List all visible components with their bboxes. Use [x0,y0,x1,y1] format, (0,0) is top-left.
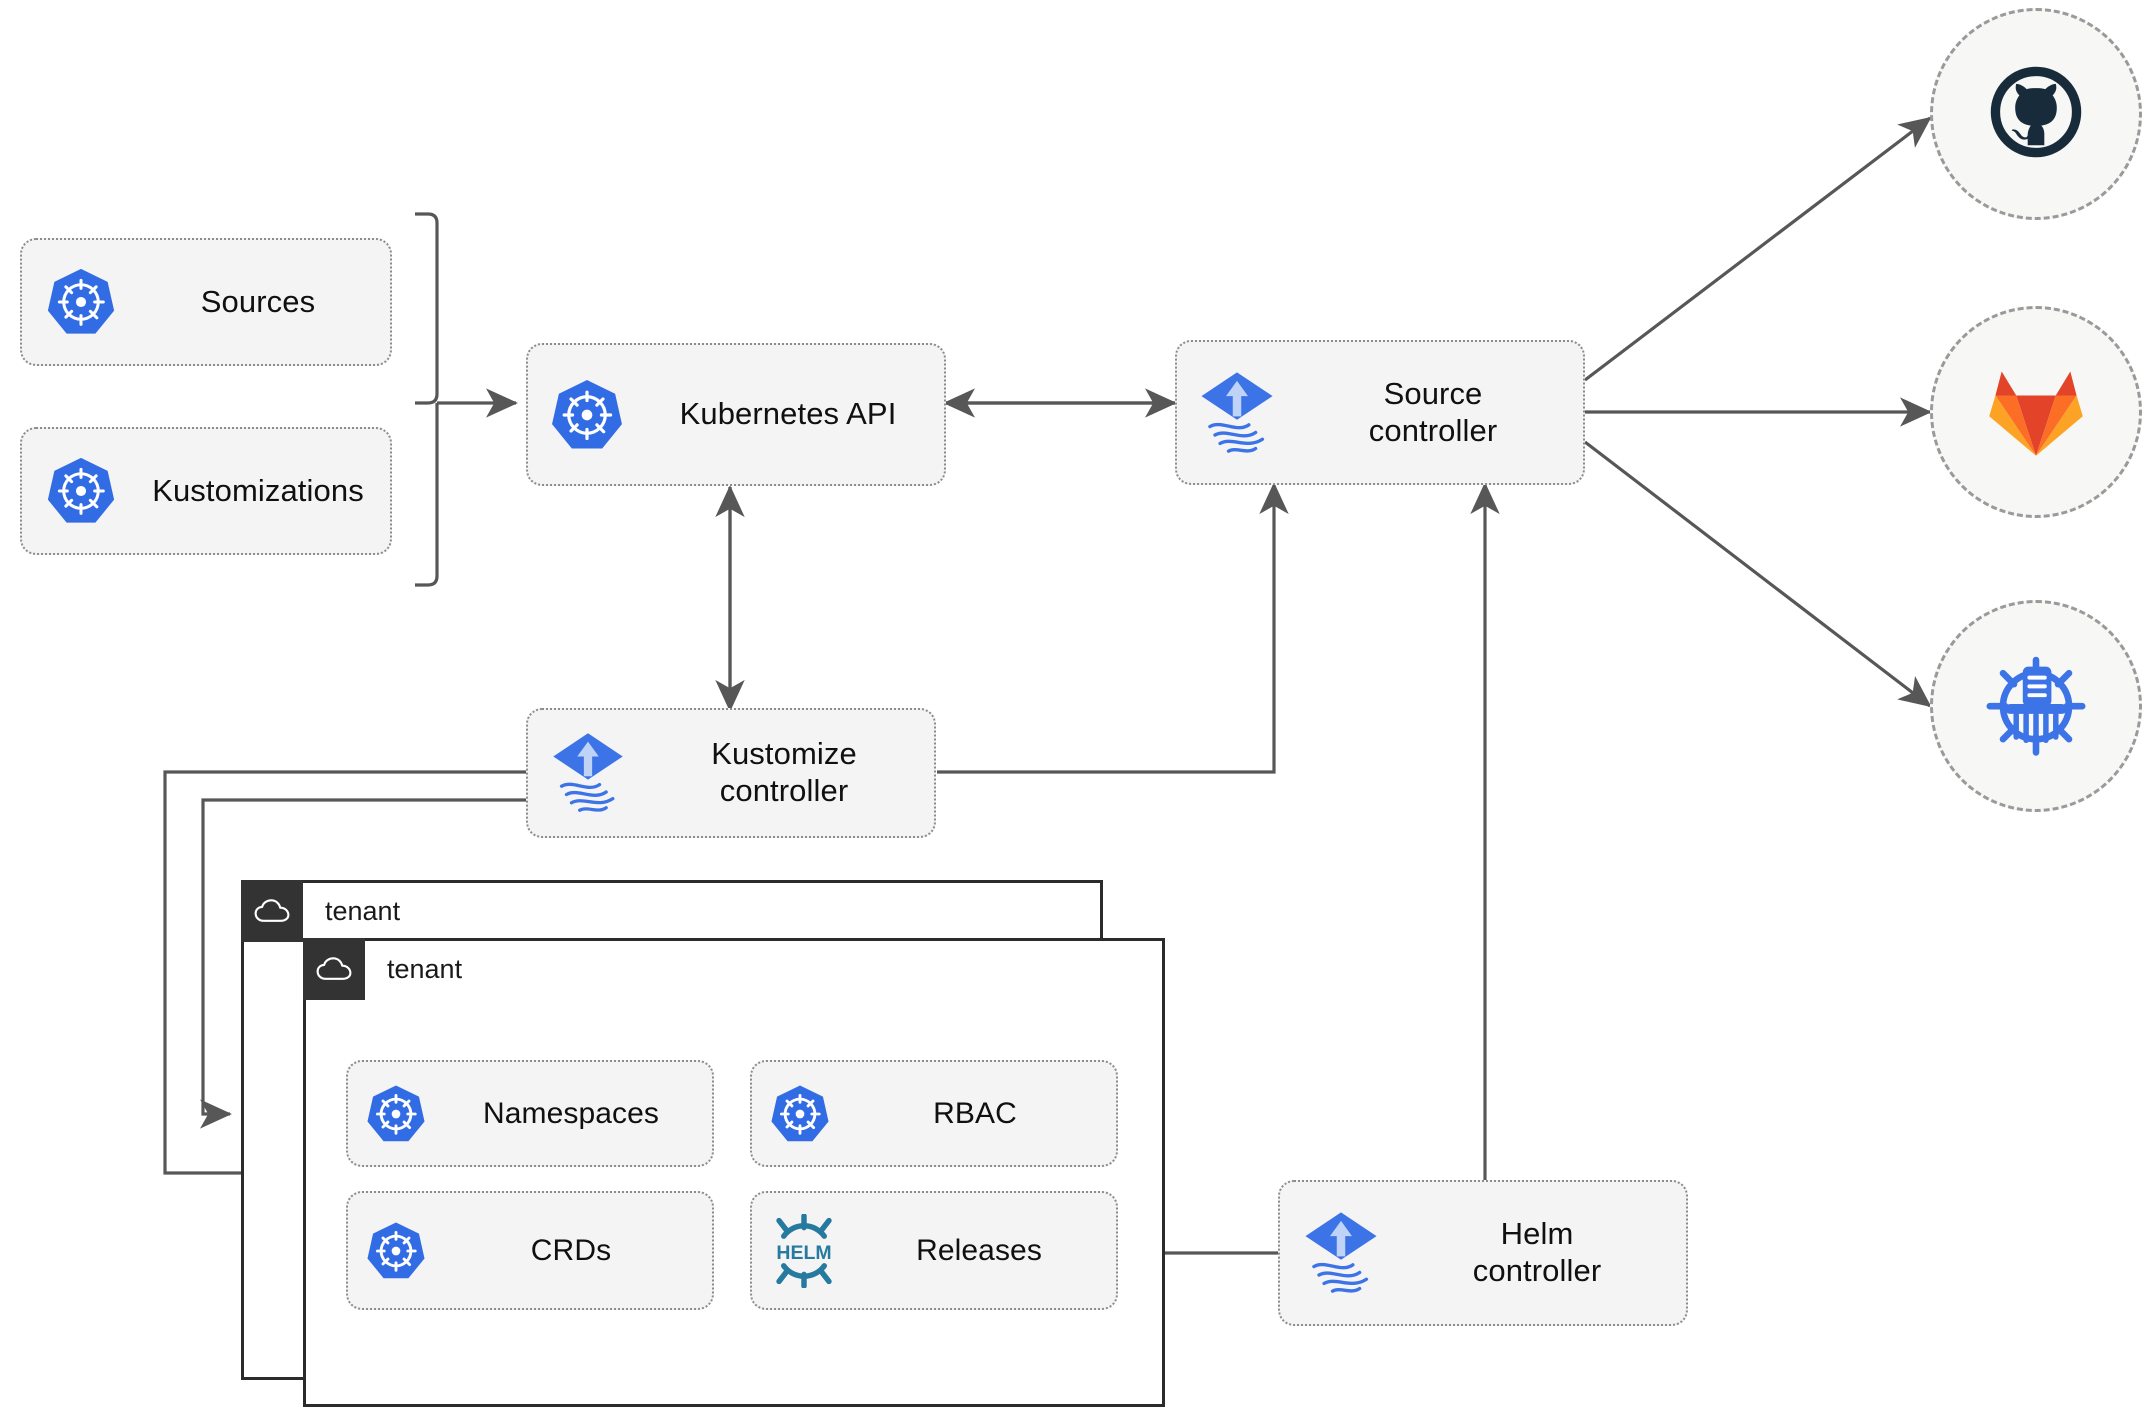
kustomize-controller-label: Kustomize controller [711,736,857,808]
resource-label: Kustomizations [152,472,364,508]
tenant-label: tenant [387,953,463,984]
kubernetes-icon [22,455,140,527]
tenant-resource-grid: Namespaces [346,1060,1118,1310]
external-bucket[interactable] [1930,600,2142,812]
kubernetes-icon [348,1083,444,1145]
tenant-resource-label: RBAC [933,1096,1017,1130]
source-controller-node[interactable]: Source controller [1175,340,1585,485]
tenant-resource-rbac[interactable]: RBAC [750,1060,1118,1167]
gitlab-icon [1984,360,2088,465]
source-controller-label: Source controller [1368,375,1498,448]
helm-controller-label: Helm controller [1472,1216,1602,1288]
cloud-icon [303,938,365,1000]
tenant-container-inner[interactable]: tenant [303,938,1165,1407]
tenant-resource-releases[interactable]: HELM Releases [750,1191,1118,1310]
tenant-resource-namespaces[interactable]: Namespaces [346,1060,714,1167]
kubernetes-icon [528,377,646,453]
kubernetes-icon [348,1220,444,1282]
tenant-tab: tenant [241,880,400,942]
kubernetes-icon [22,266,140,338]
bucket-icon [1981,649,2091,764]
external-gitlab[interactable] [1930,306,2142,518]
tenant-resource-label: Namespaces [482,1096,660,1130]
tenant-tab: tenant [303,938,462,1000]
helm-icon: HELM [752,1213,856,1288]
kubernetes-api-label: Kubernetes API [679,396,897,432]
tenant-resource-crds[interactable]: CRDs [346,1191,714,1310]
resource-node-kustomizations[interactable]: Kustomizations [20,427,392,555]
helm-controller-node[interactable]: Helm controller [1278,1180,1688,1326]
svg-text:HELM: HELM [776,1241,831,1263]
external-github[interactable] [1930,8,2142,220]
kubernetes-icon [752,1083,848,1145]
resource-label: Sources [200,283,316,319]
flux-icon [1280,1209,1402,1297]
flux-icon [528,730,648,816]
github-icon [1984,60,2088,169]
flux-icon [1177,369,1297,457]
resource-node-sources[interactable]: Sources [20,238,392,366]
tenant-resource-label: CRDs [530,1233,612,1267]
kubernetes-api-node[interactable]: Kubernetes API [526,343,946,486]
cloud-icon [241,880,303,942]
kustomize-controller-node[interactable]: Kustomize controller [526,708,936,838]
tenant-resource-label: Releases [916,1233,1042,1267]
tenant-label: tenant [325,895,401,926]
